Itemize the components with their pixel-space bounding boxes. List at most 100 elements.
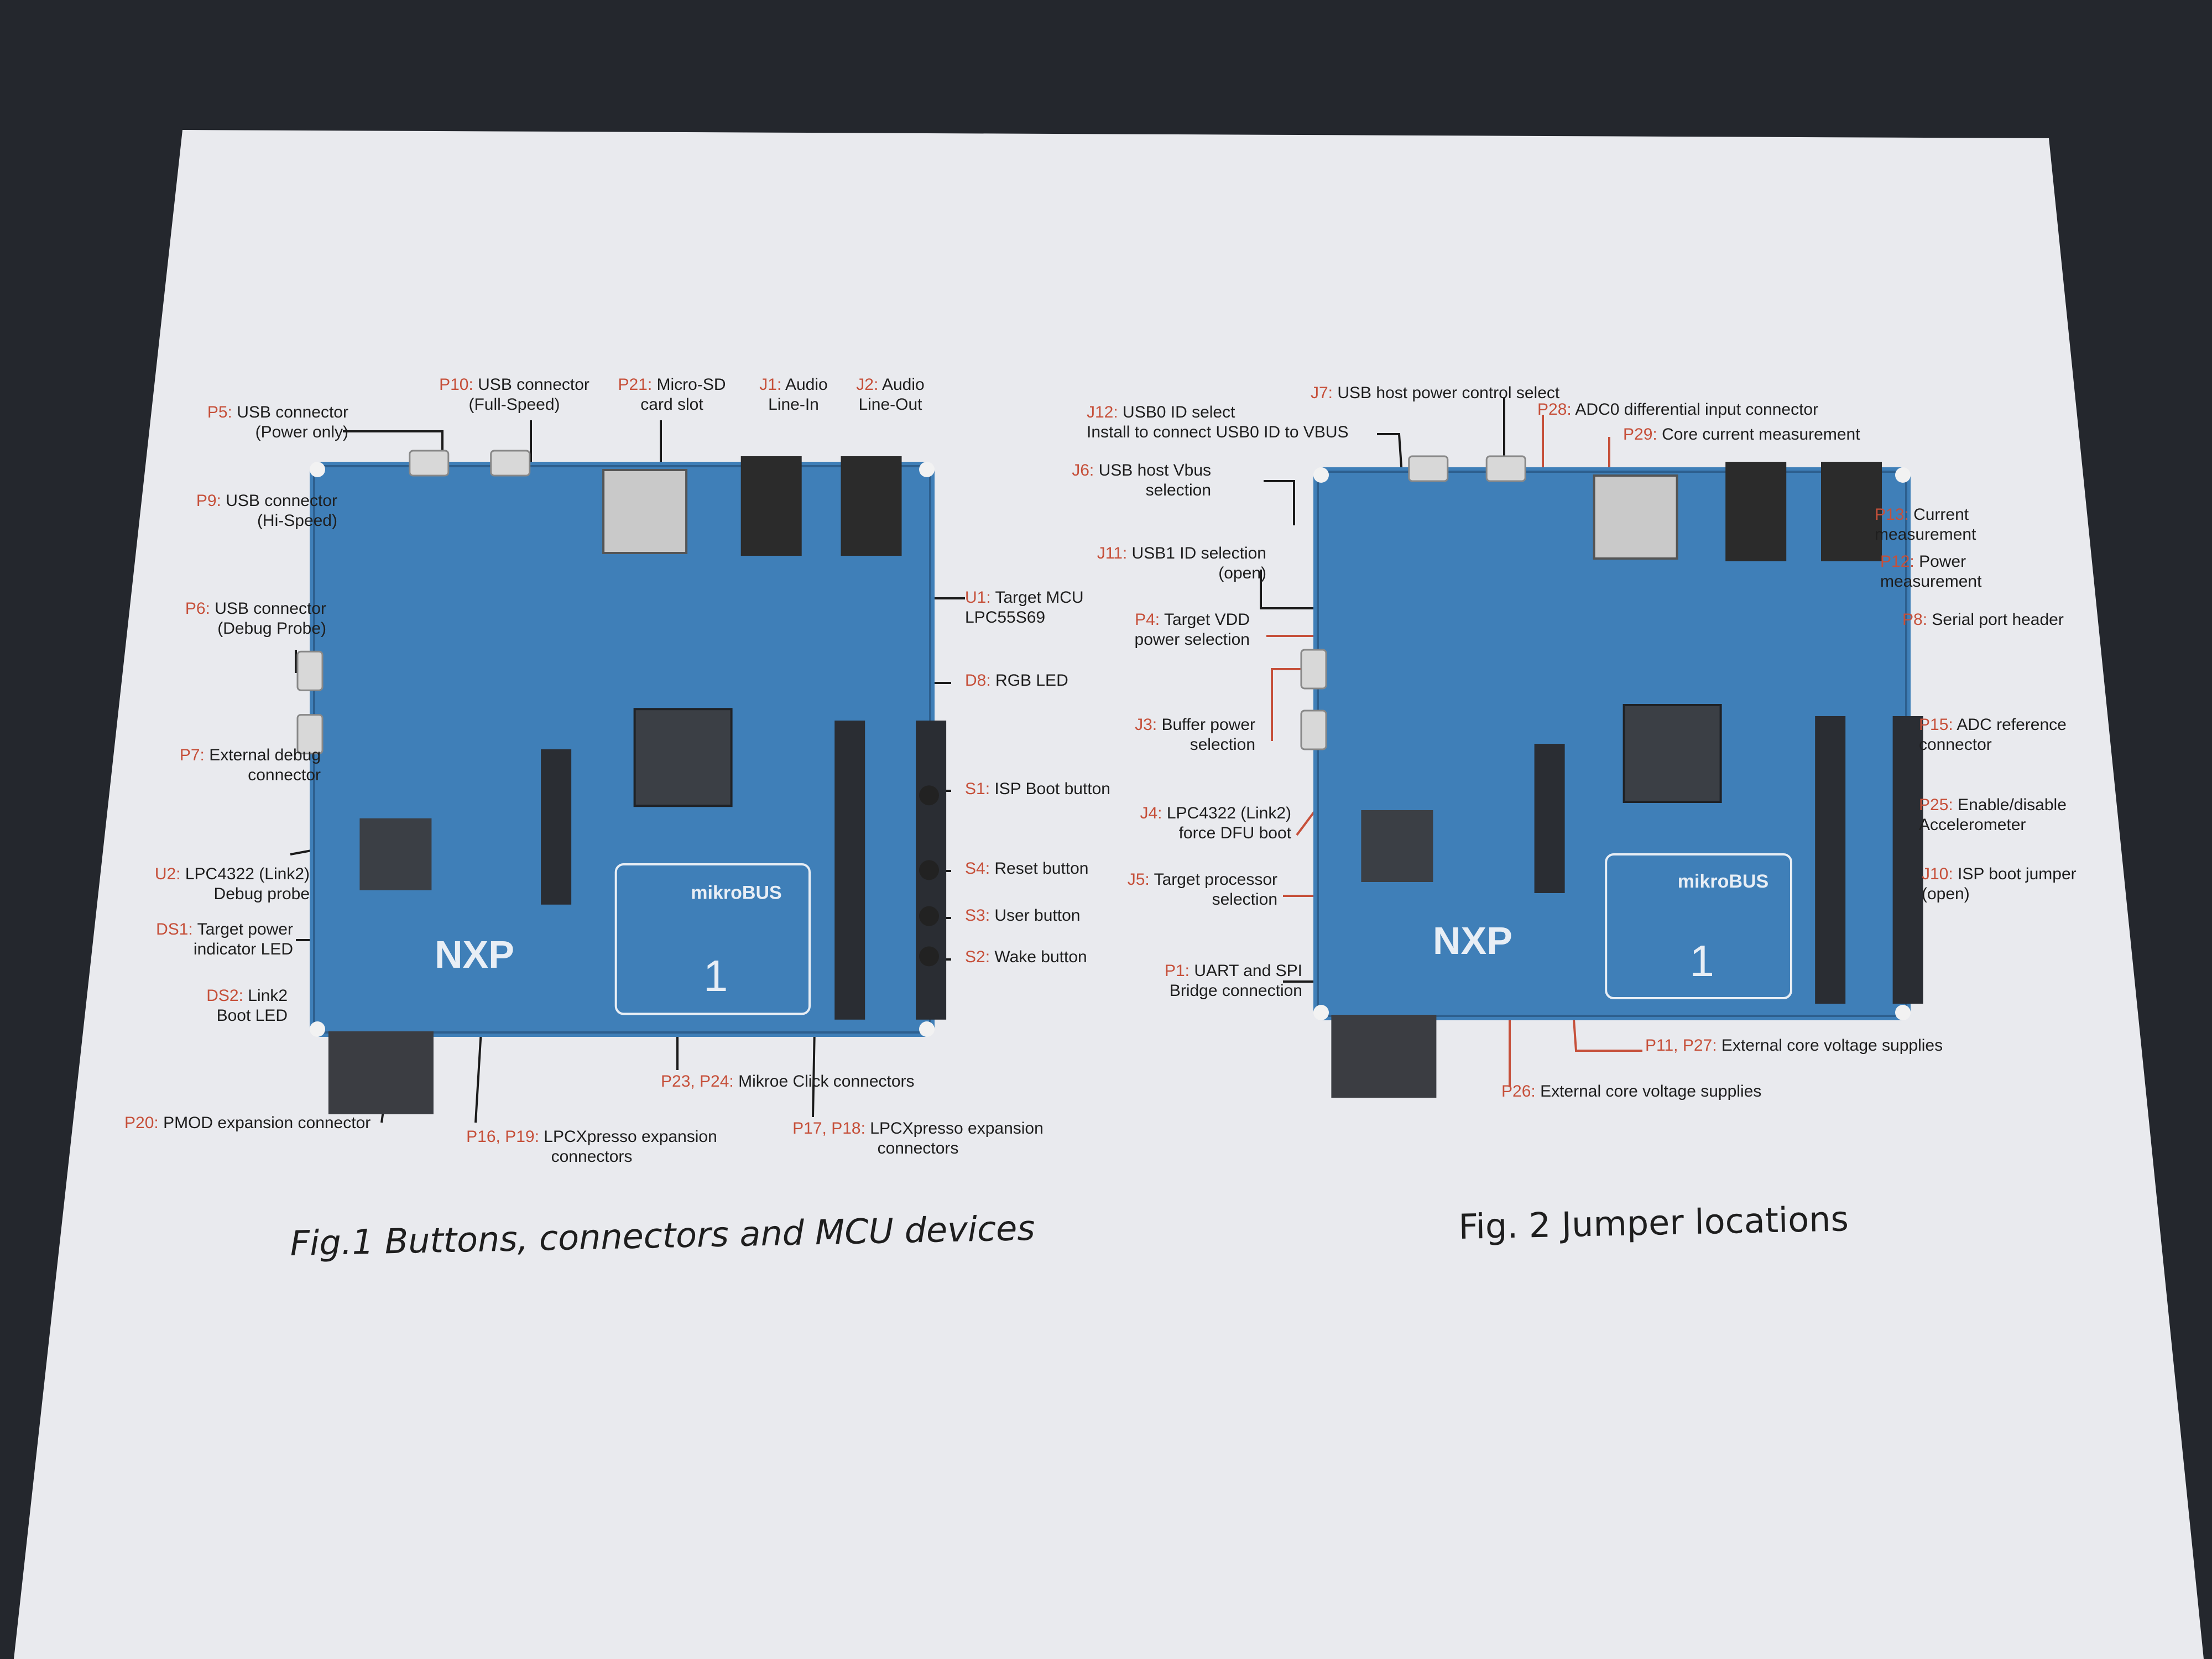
fig2-label-j12-line-0: USB0 ID select — [1123, 403, 1235, 421]
fig1-usb-top-0 — [409, 450, 450, 477]
fig2-label-p28-line-0: ADC0 differential input connector — [1575, 400, 1818, 419]
fig2-label-j10: J10: ISP boot jumper(open) — [1922, 865, 2077, 903]
fig2-label-p8-line-0: Serial port header — [1932, 611, 2063, 629]
fig1-label-p9-ref: P9: — [196, 492, 226, 510]
fig1-label-j1-ref: J1: — [759, 375, 785, 394]
fig1-mikrobus-text: mikroBUS — [691, 882, 781, 903]
fig2-label-j7-line-0: USB host power control select — [1337, 384, 1560, 402]
fig2-pmod-connector — [1331, 1015, 1437, 1098]
fig2-label-p29: P29: Core current measurement — [1623, 425, 1860, 444]
fig2-label-p11-ref: P11, P27: — [1645, 1036, 1721, 1055]
fig2-pcb — [1313, 467, 1911, 1020]
fig1-label-p20-ref: P20: — [124, 1114, 163, 1132]
fig2-header-strip-0 — [1534, 744, 1565, 893]
fig2-caption: Fig. 2 Jumper locations — [1458, 1198, 1849, 1247]
fig2-audio-jack-1 — [1725, 462, 1787, 561]
fig1-label-p23-line-0: Mikroe Click connectors — [738, 1072, 914, 1091]
fig2-label-j11-line-0: USB1 ID selection — [1132, 544, 1266, 562]
fig1-label-ds1-ref: DS1: — [156, 920, 197, 938]
fig1-label-u1-line-1: LPC55S69 — [965, 608, 1045, 627]
fig1-audio-jack-2 — [841, 456, 902, 556]
fig2-label-p11-line-0: External core voltage supplies — [1721, 1036, 1943, 1055]
fig1-audio-jack-1 — [740, 456, 802, 556]
fig1-label-u2-line-0: LPC4322 (Link2) — [185, 865, 310, 883]
fig1-mount-hole-1 — [919, 462, 935, 477]
fig1-label-p9: P9: USB connector (Hi-Speed) — [196, 492, 337, 530]
fig2-label-p15-ref: P15: — [1919, 716, 1957, 734]
fig2-leader-j11 — [1260, 570, 1327, 609]
fig2-label-j3-ref: J3: — [1135, 716, 1161, 734]
fig1-label-p7-ref: P7: — [180, 746, 209, 764]
fig2-label-p28-ref: P28: — [1537, 400, 1575, 419]
fig1-label-p5-line-0: USB connector — [237, 403, 348, 421]
fig1-label-s1: S1: ISP Boot button — [965, 780, 1110, 798]
fig1-header-strip-0 — [541, 749, 572, 905]
fig2-label-j5-line-0: Target processor — [1154, 870, 1277, 889]
fig2-label-j4-line-1: force DFU boot — [1179, 824, 1292, 842]
fig1-label-p20-line-0: PMOD expansion connector — [163, 1114, 371, 1132]
fig2-label-j5-line-1: selection — [1212, 890, 1277, 909]
fig2-usb-top-0 — [1408, 455, 1449, 482]
fig2-label-p12-line-0: Power — [1919, 552, 1966, 571]
fig2-label-p1-line-1: Bridge connection — [1170, 982, 1302, 1000]
fig1-label-u1-ref: U1: — [965, 588, 995, 607]
fig1-label-s2: S2: Wake button — [965, 948, 1087, 966]
fig1-nxp-logo: NXP — [435, 933, 514, 976]
fig1-mikrobus-outline — [614, 863, 811, 1015]
fig1-label-p9-line-0: USB connector — [226, 492, 337, 510]
fig1-label-u2-line-1: Debug probe — [214, 885, 310, 903]
fig1-label-p10-line-0: USB connector — [478, 375, 589, 394]
fig2-label-p25-ref: P25: — [1919, 796, 1958, 814]
fig1-label-u2: U2: LPC4322 (Link2)Debug probe — [155, 865, 310, 903]
fig2-label-p4-line-0: Target VDD — [1164, 611, 1250, 629]
fig2-debug-chip — [1361, 810, 1433, 882]
fig1-label-ds2-line-0: Link2 — [248, 987, 288, 1005]
fig2-mount-hole-1 — [1895, 467, 1911, 483]
fig1-mount-hole-2 — [310, 1021, 325, 1037]
fig2-usb-left-1 — [1300, 709, 1327, 750]
fig2-mikrobus-outline — [1605, 853, 1792, 999]
fig1-label-j1-line-1: Line-In — [768, 395, 819, 414]
fig1-sd-slot — [602, 469, 688, 554]
fig1-label-u1-line-0: Target MCU — [995, 588, 1083, 607]
fig2-usb-left-0 — [1300, 649, 1327, 690]
fig2-leader-j6 — [1264, 480, 1295, 525]
fig1-label-p16-line-0: LPCXpresso expansion — [544, 1128, 717, 1146]
fig2-label-p29-ref: P29: — [1623, 425, 1662, 444]
fig2-label-j12-ref: J12: — [1087, 403, 1123, 421]
fig1-label-s3: S3: User button — [965, 906, 1080, 925]
fig1-button-3 — [919, 946, 939, 967]
fig2-label-j6-ref: J6: — [1072, 461, 1098, 479]
annotation-labels: P5: USB connector(Power only)P10: USB co… — [124, 375, 2077, 1166]
fig1-label-s2-line-0: Wake button — [994, 948, 1087, 966]
fig2-label-p13-line-0: Current — [1913, 505, 1969, 524]
fig2-label-p26: P26: External core voltage supplies — [1501, 1082, 1761, 1100]
fig2-label-p4-line-1: power selection — [1135, 630, 1250, 649]
fig2-label-j7: J7: USB host power control select — [1311, 384, 1560, 402]
fig2-label-j10-line-1: (open) — [1922, 885, 1970, 903]
fig1-label-s1-ref: S1: — [965, 780, 994, 798]
fig2-label-j4-line-0: LPC4322 (Link2) — [1167, 804, 1291, 822]
fig1-label-d8: D8: RGB LED — [965, 671, 1068, 690]
fig1-label-s4-ref: S4: — [965, 859, 994, 878]
fig2-header-strip-1 — [1815, 716, 1846, 1004]
fig1-label-p21-line-1: card slot — [640, 395, 703, 414]
fig2-label-p12-line-1: measurement — [1880, 572, 1982, 591]
fig1-label-p9-line-1: (Hi-Speed) — [257, 512, 337, 530]
fig2-label-p15-line-1: connector — [1919, 735, 1992, 754]
fig2-header-strip-2 — [1892, 716, 1923, 1004]
fig1-label-p6-line-0: USB connector — [215, 599, 326, 618]
